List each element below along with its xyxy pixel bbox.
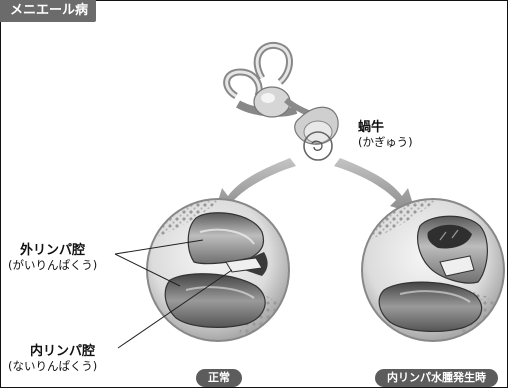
outer-lymph-label: 外リンパ腔 (がいりんぱくう) xyxy=(8,243,97,273)
inner-lymph-name: 内リンパ腔 xyxy=(30,344,96,359)
leader-lines xyxy=(114,239,233,349)
outer-lymph-name: 外リンパ腔 xyxy=(20,243,86,258)
inner-lymph-reading: (ないりんぱくう) xyxy=(8,359,98,373)
caption-normal: 正常 xyxy=(196,369,242,387)
arrow-to-hydrops xyxy=(334,158,416,214)
arrow-to-normal xyxy=(214,158,296,214)
inner-lymph-label: 内リンパ腔 (ないりんぱくう) xyxy=(8,344,97,374)
cochlea-reading: (かぎゅう) xyxy=(358,135,413,149)
caption-hydrops: 内リンパ水腫発生時 xyxy=(375,369,498,387)
cochlea-label: 蝸牛 (かぎゅう) xyxy=(358,120,413,150)
cochlea-name: 蝸牛 xyxy=(358,120,385,135)
inner-ear-illustration xyxy=(223,41,339,161)
diagram-title: メニエール病 xyxy=(0,0,97,22)
normal-cross-section xyxy=(146,198,290,342)
outer-lymph-reading: (がいりんぱくう) xyxy=(8,258,98,272)
hydrops-cross-section xyxy=(361,198,505,342)
